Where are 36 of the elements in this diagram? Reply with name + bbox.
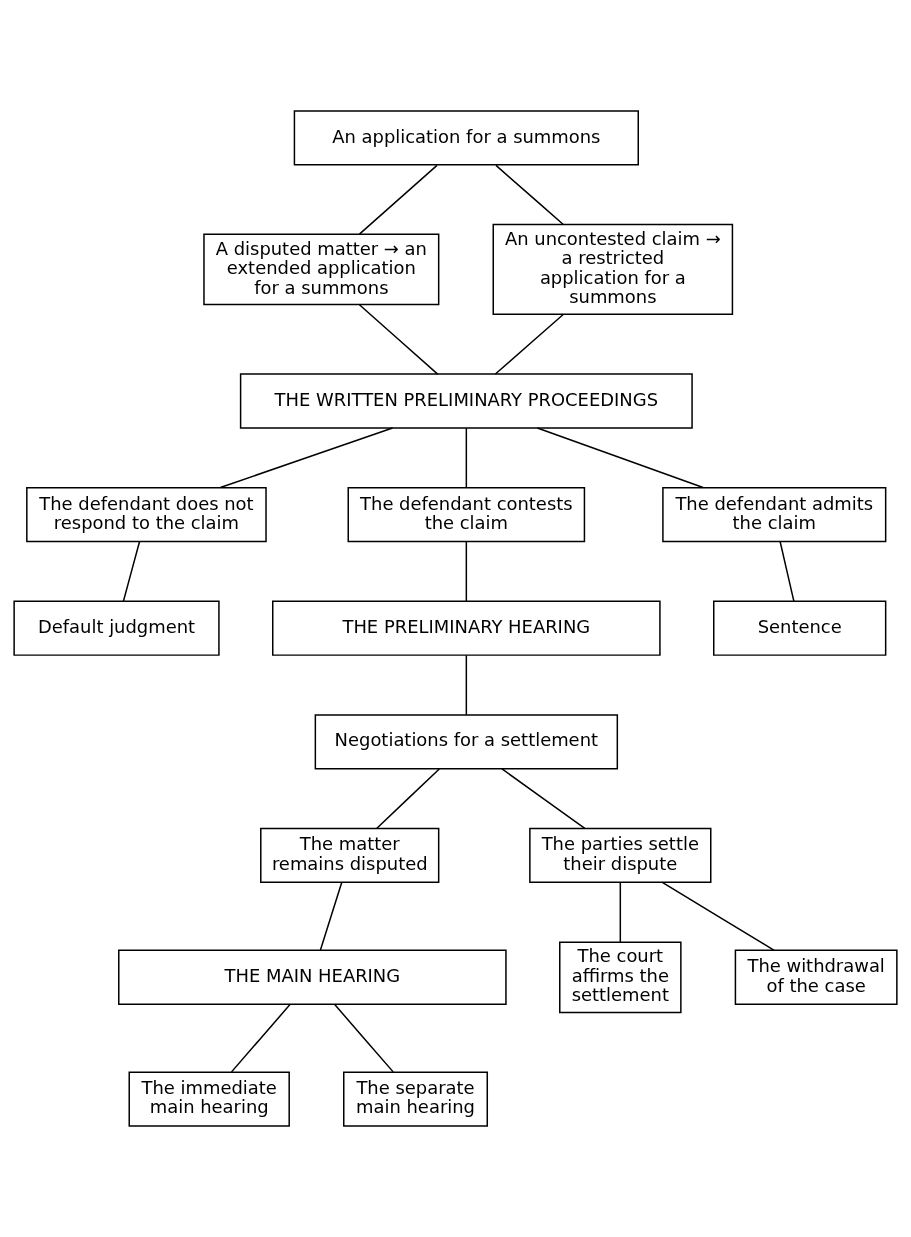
node-box: THE WRITTEN PRELIMINARY PROCEEDINGS xyxy=(239,373,693,429)
node-box: The withdrawal of the case xyxy=(734,949,898,1005)
node-box: The defendant does not respond to the claim xyxy=(26,486,267,543)
connector xyxy=(465,654,468,716)
connector xyxy=(334,1003,394,1073)
node-box: Negotiations for a settlement xyxy=(314,714,619,770)
connector xyxy=(465,427,468,489)
connector xyxy=(230,1003,291,1073)
connector xyxy=(319,881,343,951)
node-box: Default judgment xyxy=(13,600,220,656)
connector xyxy=(661,881,775,952)
node-box: The separate main hearing xyxy=(343,1071,488,1127)
connector xyxy=(536,427,704,489)
node-box: The immediate main hearing xyxy=(128,1071,290,1127)
connector xyxy=(501,768,586,830)
node-box: An uncontested claim → a restricted application for a summons xyxy=(492,223,734,316)
node-box: The defendant contests the claim xyxy=(347,486,586,543)
node-box: The court affirms the settlement xyxy=(559,941,682,1014)
connector xyxy=(375,768,441,830)
connector xyxy=(619,881,622,943)
connector xyxy=(465,541,468,602)
connector xyxy=(358,303,439,375)
connector xyxy=(219,427,394,489)
node-box: The defendant admits the claim xyxy=(662,486,887,543)
connector xyxy=(495,164,564,225)
node-box: The matter remains disputed xyxy=(260,827,440,884)
connector xyxy=(358,164,438,235)
node-box: The parties settle their dispute xyxy=(529,827,712,884)
connector xyxy=(122,541,141,602)
node-box: A disputed matter → an extended application for a summons xyxy=(203,233,440,306)
node-box: An application for a summons xyxy=(293,110,639,166)
node-box: THE PRELIMINARY HEARING xyxy=(272,600,661,656)
connector xyxy=(494,313,564,375)
connector xyxy=(779,541,795,602)
node-box: THE MAIN HEARING xyxy=(118,949,507,1005)
node-box: Sentence xyxy=(713,600,887,656)
